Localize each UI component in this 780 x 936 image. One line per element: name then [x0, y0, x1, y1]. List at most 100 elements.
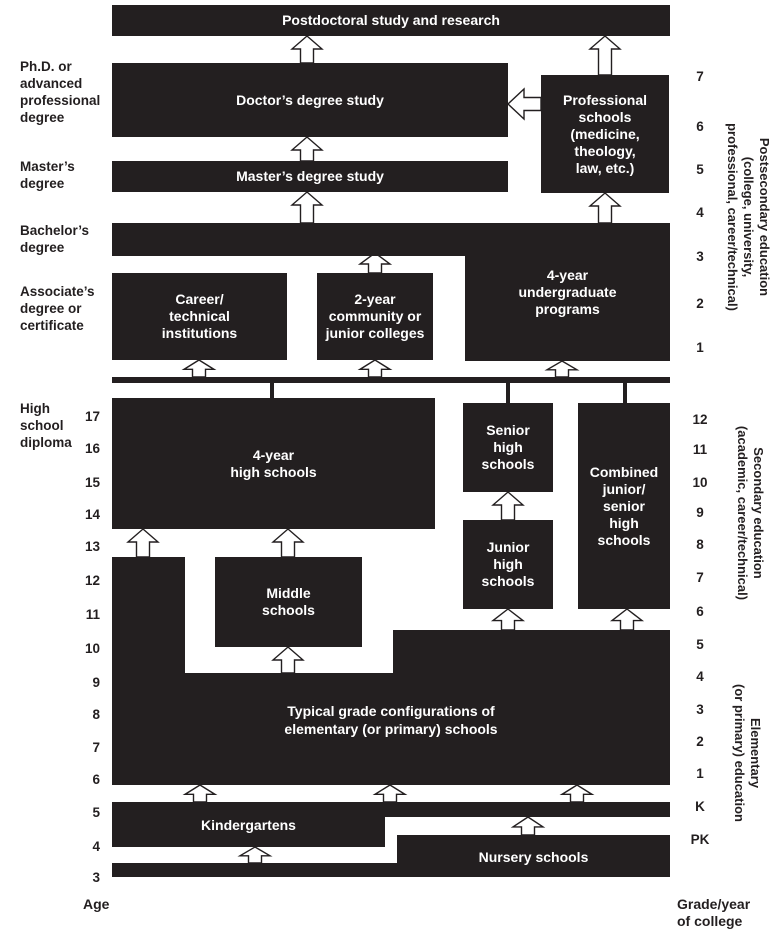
- text-line: (medicine,: [570, 125, 640, 142]
- connector-line-1: [506, 383, 510, 403]
- text-line: Ph.D. or: [20, 59, 72, 74]
- text-line: undergraduate: [518, 283, 617, 300]
- grade-value-8: 8: [696, 537, 704, 552]
- text-line: Professional: [562, 91, 648, 108]
- college-year-value-1: 1: [696, 340, 704, 355]
- grade-value-3: 3: [696, 702, 704, 717]
- grade-value-6: 6: [696, 604, 704, 619]
- text-line: 4-year: [546, 266, 589, 283]
- text-line: high: [609, 514, 639, 531]
- text-line: Career/: [175, 291, 224, 307]
- side-label-postsecondary: Postsecondary education(college, univers…: [724, 67, 772, 367]
- grade-value-K: K: [695, 799, 705, 814]
- text-line: (or primary) education: [732, 684, 747, 822]
- up-arrow-icon-17: [559, 784, 595, 803]
- region-label-kindergartens: Kindergartens: [112, 803, 385, 846]
- text-line: technical: [169, 308, 230, 324]
- grade-value-2: 2: [696, 734, 704, 749]
- grade-value-12: 12: [692, 412, 708, 427]
- up-arrow-icon-7: [357, 359, 393, 378]
- text-line: schools: [597, 531, 651, 548]
- region-shape-nursery: [112, 835, 670, 877]
- up-arrow-icon-4: [588, 192, 622, 224]
- college-year-value-5: 5: [696, 162, 704, 177]
- up-arrow-icon-5: [357, 252, 393, 274]
- side-label-secondary: Secondary education(academic, career/tec…: [734, 393, 766, 633]
- text-line: Kindergartens: [201, 816, 296, 833]
- up-arrow-icon-0: [290, 35, 324, 64]
- text-line: Postdoctoral study and research: [282, 12, 500, 28]
- text-line: advanced: [20, 76, 83, 91]
- text-line: diploma: [20, 435, 72, 450]
- age-value-14: 14: [84, 507, 100, 522]
- age-value-12: 12: [84, 573, 100, 588]
- text-line: High: [20, 401, 50, 416]
- text-line: Nursery schools: [478, 848, 589, 865]
- text-line: degree or: [20, 301, 82, 316]
- text-line: theology,: [574, 142, 636, 159]
- up-arrow-icon-12: [271, 646, 305, 674]
- text-line: Grade/year: [677, 896, 751, 912]
- age-value-13: 13: [84, 539, 100, 554]
- text-line: Combined: [589, 463, 659, 480]
- text-line: Master’s degree study: [236, 168, 384, 184]
- grade-value-7: 7: [696, 570, 704, 585]
- text-line: programs: [535, 300, 600, 317]
- text-line: (academic, career/technical): [735, 425, 750, 601]
- age-value-6: 6: [92, 772, 100, 787]
- connector-line-0: [270, 383, 274, 398]
- grade-value-1: 1: [696, 766, 704, 781]
- up-arrow-icon-13: [490, 608, 526, 631]
- age-value-16: 16: [84, 441, 100, 456]
- text-line: professional, career/technical): [725, 123, 740, 311]
- text-line: professional: [20, 93, 101, 108]
- text-line: 2-year: [354, 291, 396, 307]
- grade-value-PK: PK: [690, 832, 710, 847]
- box-postdoctoral: Postdoctoral study and research: [112, 5, 670, 36]
- region-shape-kindergartens: [112, 802, 670, 847]
- text-line: law, etc.): [575, 159, 635, 176]
- age-value-17: 17: [84, 409, 100, 424]
- text-line: high: [493, 556, 523, 572]
- text-line: degree: [20, 110, 65, 125]
- grade-value-4: 4: [696, 669, 704, 684]
- age-value-9: 9: [92, 675, 100, 690]
- box-doctors: Doctor’s degree study: [112, 63, 508, 137]
- connector-line-2: [623, 383, 627, 403]
- college-year-value-6: 6: [696, 119, 704, 134]
- text-line: Middle: [266, 585, 311, 601]
- up-arrow-icon-18: [237, 846, 273, 864]
- age-value-7: 7: [92, 740, 100, 755]
- text-line: 4-year: [252, 446, 295, 463]
- up-arrow-icon-16: [372, 784, 408, 803]
- left-arrow-icon: [506, 87, 542, 121]
- up-arrow-icon-8: [544, 360, 580, 378]
- text-line: schools: [578, 108, 632, 125]
- text-line: Associate’s: [20, 284, 95, 299]
- box-masters: Master’s degree study: [112, 161, 508, 192]
- text-line: (college, university,: [741, 156, 756, 278]
- text-line: high schools: [230, 463, 317, 480]
- text-line: Elementary: [748, 717, 763, 789]
- text-line: Junior: [486, 539, 530, 555]
- up-arrow-icon-14: [609, 608, 645, 631]
- up-arrow-icon-1: [588, 35, 622, 76]
- age-value-10: 10: [84, 641, 100, 656]
- age-axis-title: Age: [83, 896, 110, 912]
- text-line: degree: [20, 240, 65, 255]
- label-phd: Ph.D. or advanced professional degree: [20, 58, 100, 126]
- college-year-value-2: 2: [696, 296, 704, 311]
- text-line: junior colleges: [325, 325, 425, 341]
- age-value-5: 5: [92, 805, 100, 820]
